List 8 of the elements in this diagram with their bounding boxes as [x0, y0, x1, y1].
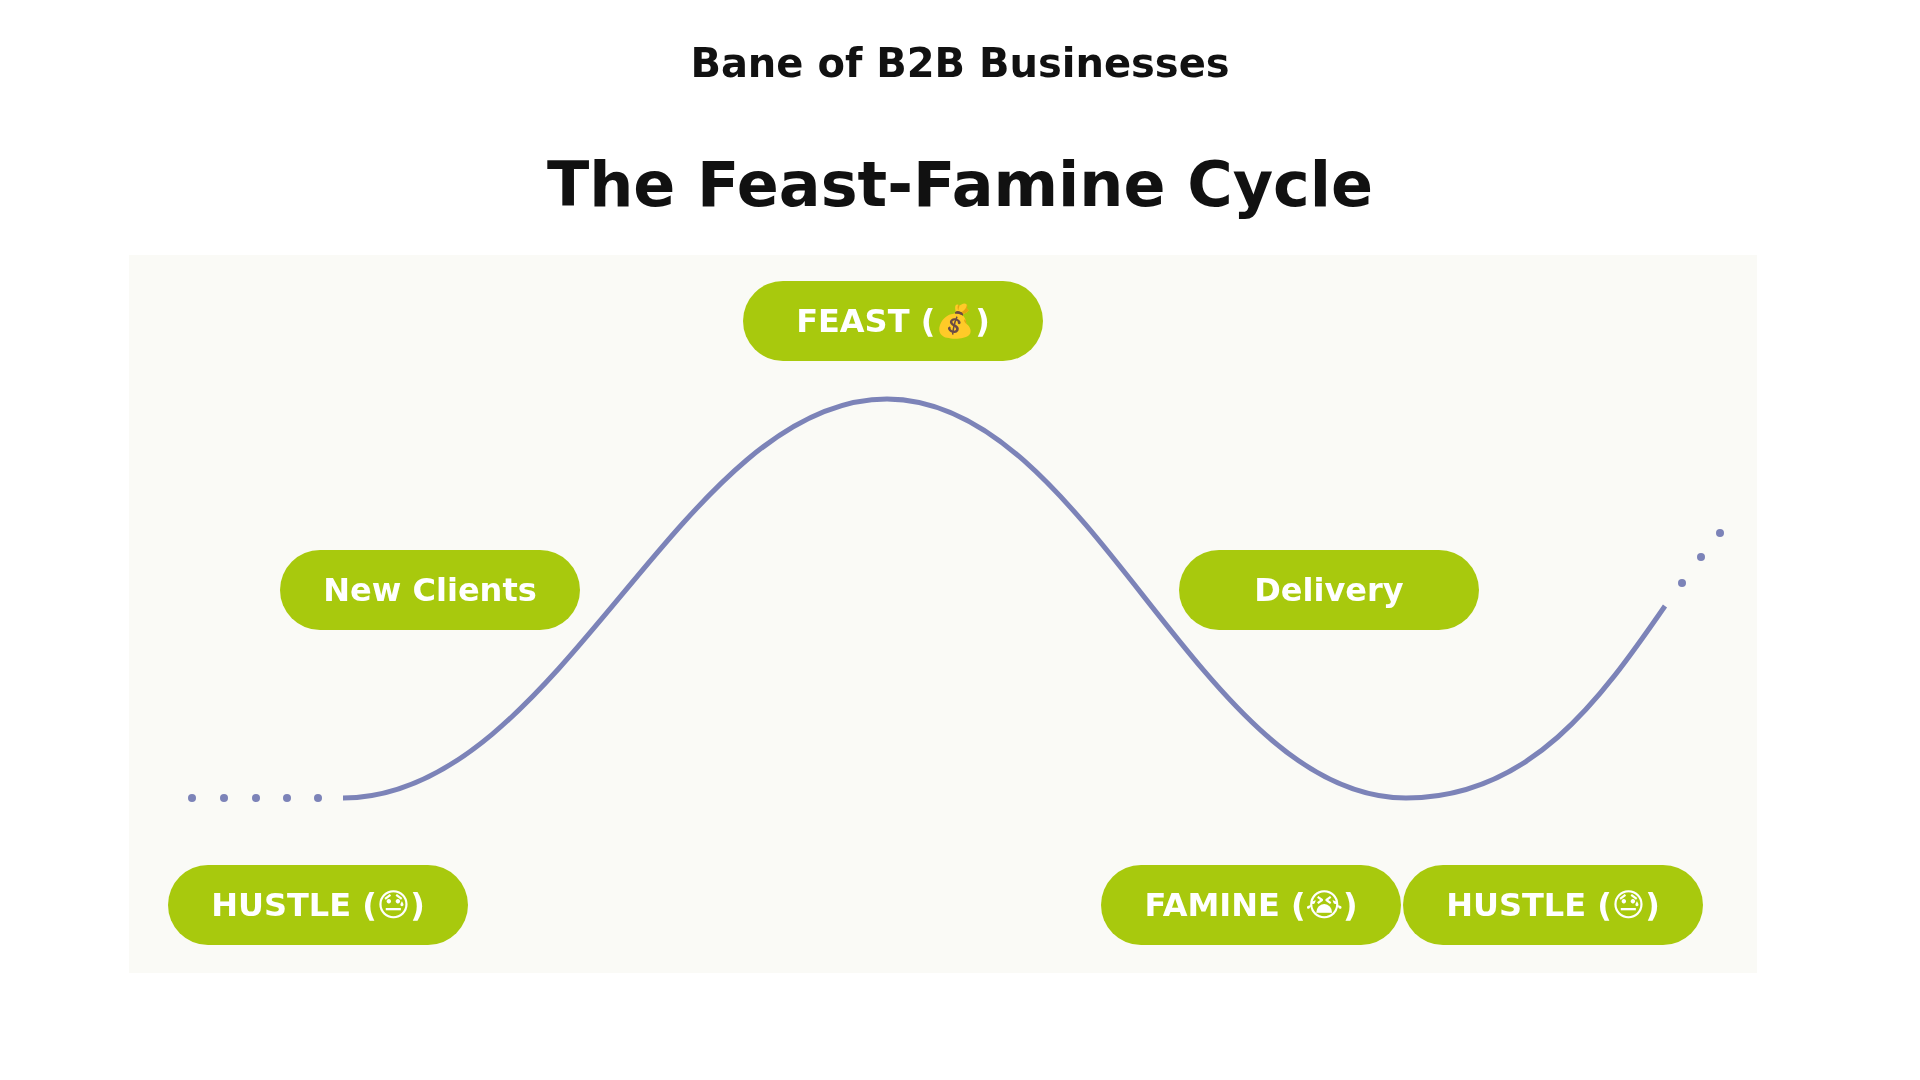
stage-label: Delivery — [1179, 550, 1479, 630]
stage-label: HUSTLE (😓) — [1403, 865, 1703, 945]
title: The Feast-Famine Cycle — [545, 148, 1375, 221]
stage-label: FAMINE (😭) — [1101, 865, 1401, 945]
stage-label: New Clients — [280, 550, 580, 630]
subtitle: Bane of B2B Businesses — [689, 40, 1231, 86]
stage-label: FEAST (💰) — [743, 281, 1043, 361]
stage-label: HUSTLE (😓) — [168, 865, 468, 945]
